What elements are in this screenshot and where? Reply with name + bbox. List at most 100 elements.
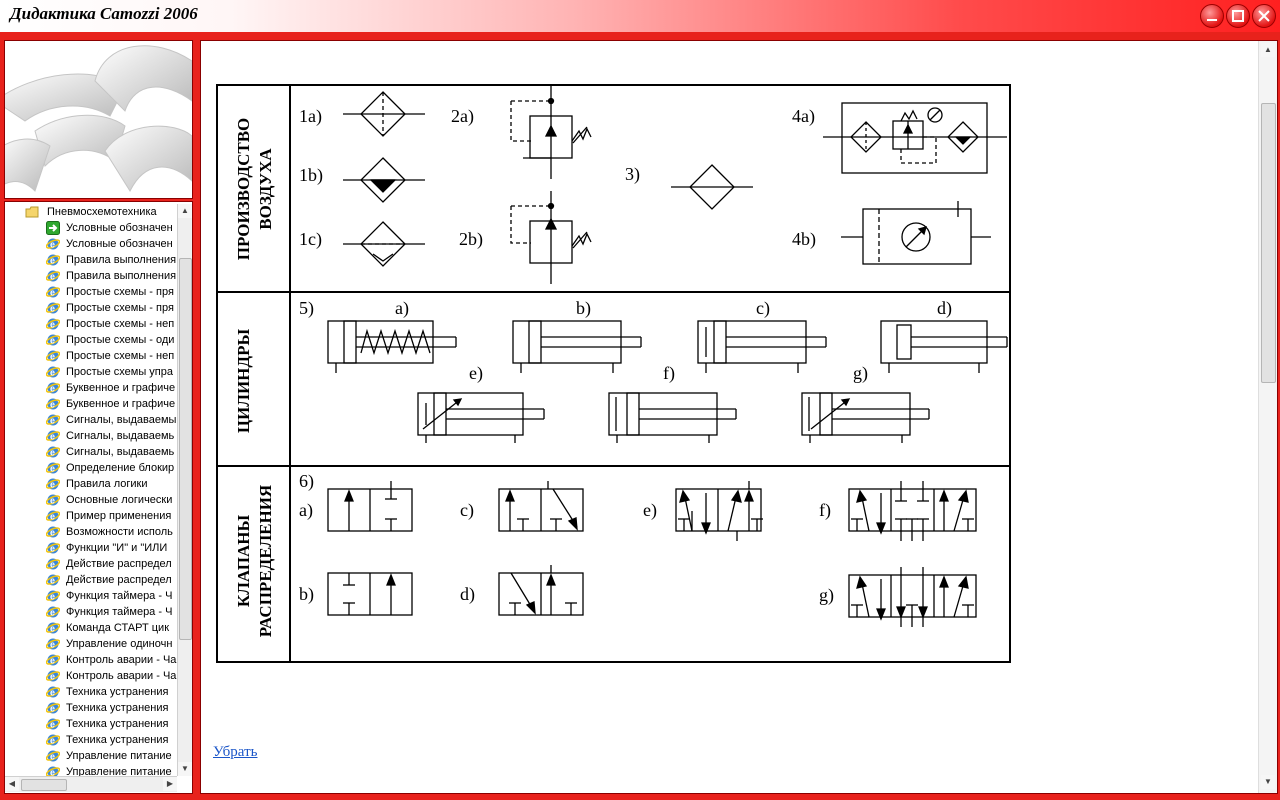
content-vertical-scrollbar[interactable]: ▲ ▼	[1258, 41, 1277, 793]
tree-vertical-scrollbar[interactable]: ▲ ▼	[177, 204, 192, 776]
title-bar: Дидактика Camozzi 2006	[0, 0, 1280, 32]
logo-panel	[4, 40, 193, 199]
internet-explorer-icon: e	[46, 702, 60, 714]
label-1c: 1c)	[299, 229, 322, 250]
svg-text:e: e	[50, 512, 55, 522]
internet-explorer-icon: e	[46, 318, 60, 330]
tree-item-label: Сигналы, выдаваемь	[66, 430, 175, 442]
remove-link[interactable]: Убрать	[213, 744, 258, 760]
svg-text:e: e	[50, 656, 55, 666]
minimize-button[interactable]	[1200, 4, 1224, 28]
internet-explorer-icon: e	[46, 302, 60, 314]
internet-explorer-icon: e	[46, 590, 60, 602]
svg-text:e: e	[50, 528, 55, 538]
tree-scroll-thumb[interactable]	[179, 258, 192, 640]
scroll-left-arrow-icon[interactable]: ◀	[5, 777, 19, 791]
internet-explorer-icon: e	[46, 638, 60, 650]
label-5: 5)	[299, 298, 314, 319]
svg-text:e: e	[50, 464, 55, 474]
internet-explorer-icon: e	[46, 446, 60, 458]
camozzi-logo-icon	[5, 45, 192, 193]
close-button[interactable]	[1252, 4, 1276, 28]
scroll-right-arrow-icon[interactable]: ▶	[163, 777, 177, 791]
valve-2-2-normally-closed-symbol	[327, 572, 413, 616]
tree-item-label: Действие распредел	[66, 558, 172, 570]
internet-explorer-icon: e	[46, 718, 60, 730]
content-scroll-thumb[interactable]	[1261, 103, 1276, 383]
internet-explorer-icon: e	[46, 558, 60, 570]
cylinder-cushioned-symbol	[697, 320, 827, 373]
label-6e: e)	[643, 500, 657, 521]
label-5d: d)	[937, 298, 952, 319]
internet-explorer-icon: e	[46, 270, 60, 282]
internet-explorer-icon: e	[46, 750, 60, 762]
label-5e: e)	[469, 363, 483, 384]
tree-item-label: Буквенное и графиче	[66, 398, 176, 410]
valve-5-3-open-center-symbol	[848, 567, 977, 627]
label-5g: g)	[853, 363, 868, 384]
label-4a: 4a)	[792, 106, 815, 127]
close-icon	[1258, 10, 1270, 22]
tree-item[interactable]: e Действие распредел	[5, 556, 177, 572]
internet-explorer-icon: e	[46, 462, 60, 474]
svg-text:e: e	[50, 736, 55, 746]
label-6b: b)	[299, 584, 314, 605]
internet-explorer-icon: e	[46, 734, 60, 746]
tree-horizontal-scrollbar[interactable]: ◀ ▶	[5, 776, 177, 792]
svg-text:e: e	[50, 272, 55, 282]
internet-explorer-icon: e	[46, 366, 60, 378]
minimize-icon	[1207, 19, 1217, 21]
internet-explorer-icon: e	[46, 494, 60, 506]
content-scroll-down-arrow-icon[interactable]: ▼	[1261, 775, 1275, 789]
section-label-valves-line1: КЛАПАНЫ	[234, 515, 253, 608]
tree-item[interactable]: Условные обозначен	[5, 220, 177, 236]
scroll-down-arrow-icon[interactable]: ▼	[178, 762, 192, 776]
maximize-button[interactable]	[1226, 4, 1250, 28]
internet-explorer-icon: e	[46, 654, 60, 666]
tree-root-item[interactable]: Пневмосхемотехника	[5, 204, 177, 220]
internet-explorer-icon: e	[46, 414, 60, 426]
svg-text:e: e	[50, 480, 55, 490]
label-6f: f)	[819, 500, 831, 521]
internet-explorer-icon: e	[46, 574, 60, 586]
scroll-up-arrow-icon[interactable]: ▲	[178, 204, 192, 218]
tree-item-label: Команда СТАРТ цик	[66, 622, 170, 634]
content-scroll-up-arrow-icon[interactable]: ▲	[1261, 43, 1275, 57]
lubricator-symbol	[343, 157, 425, 203]
pressure-regulator-symbol	[510, 86, 592, 179]
tree-hscroll-thumb[interactable]	[21, 779, 67, 791]
